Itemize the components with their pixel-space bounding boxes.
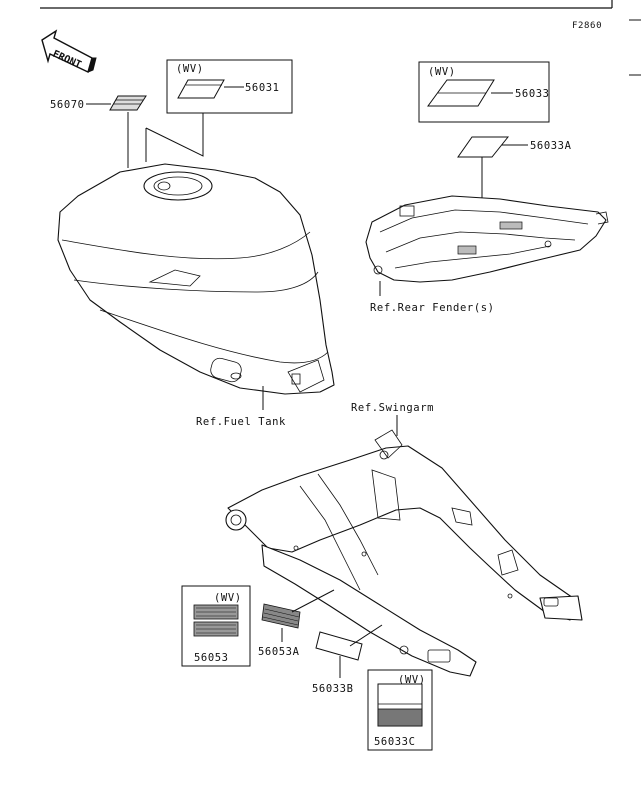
label-56070: 56070	[50, 99, 85, 111]
label-56033A: 56033A	[530, 140, 572, 152]
decal-56053-stripes	[193, 604, 239, 637]
swingarm	[225, 415, 583, 677]
rear-fender	[365, 195, 609, 296]
label-56033C: 56033C	[374, 736, 416, 748]
box-56033C	[367, 669, 433, 751]
box-56053	[181, 585, 251, 667]
label-56033: 56033	[515, 88, 550, 100]
box-56033	[418, 61, 550, 123]
decal-56033A	[457, 136, 528, 206]
variant-56053: (WV)	[214, 592, 242, 604]
ref-fuel-tank: Ref.Fuel Tank	[196, 416, 286, 428]
label-56053: 56053	[194, 652, 229, 664]
decal-56033B	[315, 624, 383, 678]
front-arrow-icon: FRONT	[41, 29, 97, 73]
variant-56031: (WV)	[176, 63, 204, 75]
label-56053A: 56053A	[258, 646, 300, 658]
label-56031: 56031	[245, 82, 280, 94]
box-56031	[166, 59, 293, 114]
page-frame	[40, 0, 641, 76]
tank-leaders	[127, 112, 204, 168]
fuel-tank	[57, 163, 335, 410]
ref-swingarm: Ref.Swingarm	[351, 402, 434, 414]
decal-56070	[86, 95, 147, 111]
label-56033B: 56033B	[312, 683, 354, 695]
variant-56033: (WV)	[428, 66, 456, 78]
decal-56053A	[261, 589, 335, 642]
ref-rear-fender: Ref.Rear Fender(s)	[370, 302, 495, 314]
figure-code: F2860	[572, 21, 602, 31]
variant-56033C: (WV)	[398, 674, 426, 686]
